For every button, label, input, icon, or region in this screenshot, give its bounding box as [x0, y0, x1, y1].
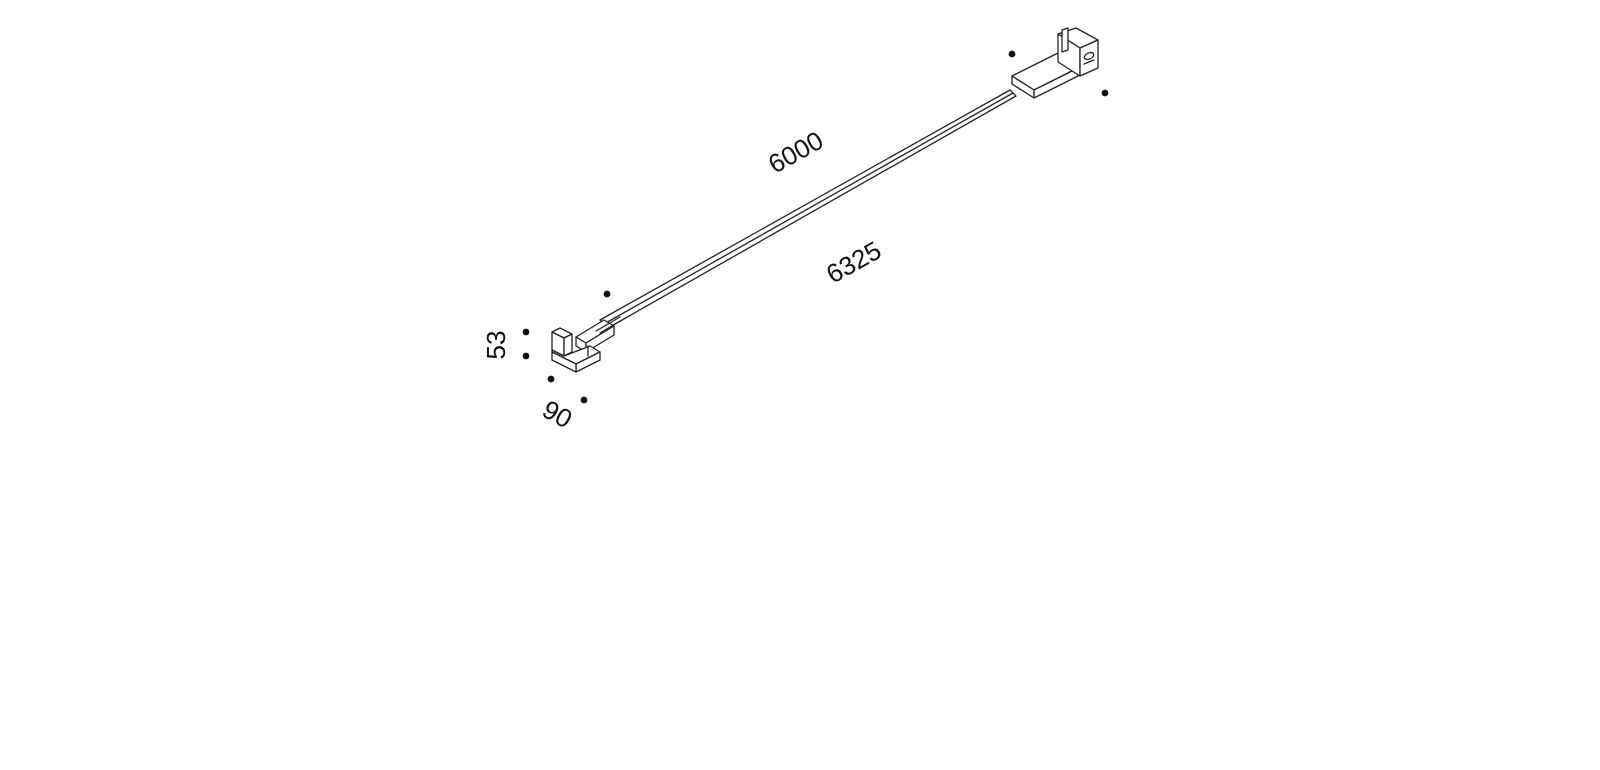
dimension-total-length: 6325: [821, 235, 886, 289]
dimension-markers: [522, 50, 1109, 404]
marker-dot: [1008, 50, 1016, 58]
dimension-width: 90: [537, 394, 577, 434]
profile-rail: [599, 89, 1017, 329]
marker-dot: [522, 352, 530, 360]
marker-dot: [1101, 89, 1109, 97]
marker-dot: [547, 375, 555, 383]
marker-dot: [580, 396, 588, 404]
marker-dot: [522, 328, 530, 336]
dimension-profile-length: 6000: [763, 125, 828, 179]
left-end-connector: [551, 316, 623, 373]
marker-dot: [603, 290, 611, 298]
dimension-height: 53: [481, 331, 511, 360]
right-end-connector: [1011, 27, 1099, 99]
